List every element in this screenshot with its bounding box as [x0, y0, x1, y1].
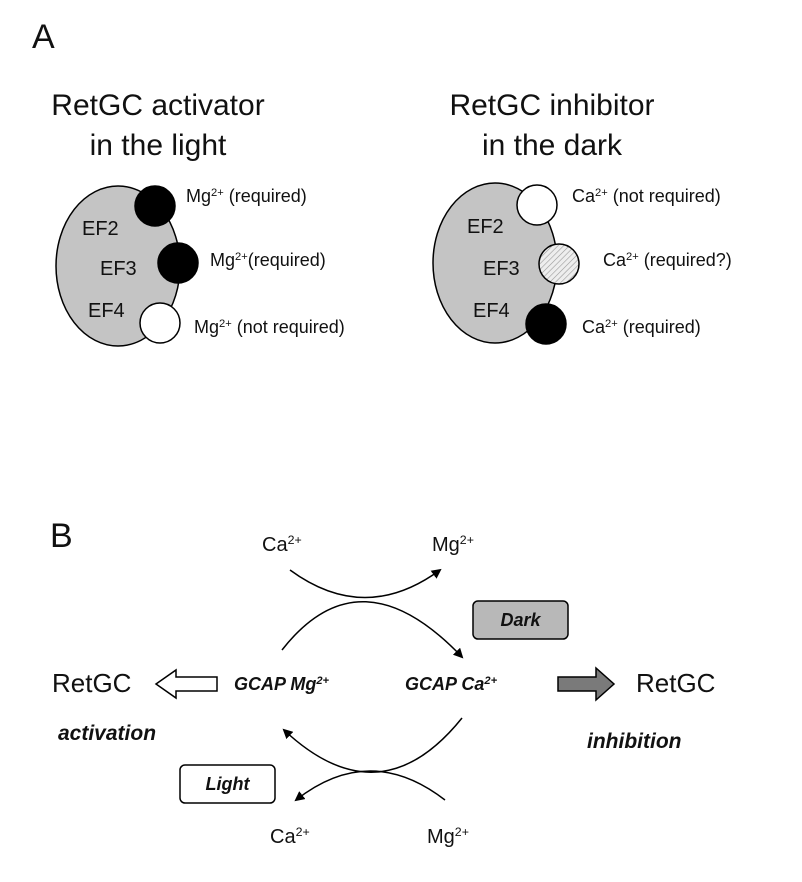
ef2-label-inhibitor: EF2	[467, 216, 504, 238]
dark-box	[472, 600, 569, 640]
ef2-site-inhibitor	[516, 184, 558, 226]
top-right-ion-label: Mg2+	[432, 533, 474, 556]
inhibitor-title-line1: RetGC inhibitor	[449, 89, 655, 122]
bottom-left-ion-label: Ca2+	[270, 825, 310, 848]
activation-arrow	[154, 668, 218, 700]
gcap-ca-label: GCAP Ca2+	[405, 674, 498, 694]
ef4-site-inhibitor	[525, 303, 567, 345]
bottom-right-ion-label: Mg2+	[427, 825, 469, 848]
ef3-label-activator: EF3	[100, 258, 137, 280]
retgc-left-label: RetGC	[52, 668, 132, 698]
activation-label: activation	[58, 722, 157, 745]
inhibitor-title-line2: in the dark	[481, 129, 623, 162]
ef3-site-inhibitor	[538, 243, 580, 285]
ef4-site-activator	[139, 302, 181, 344]
ef4-label-inhibitor: EF4	[473, 300, 510, 322]
ef2-note-inhibitor: Ca2+ (not required)	[572, 186, 721, 206]
panel-a-letter: A	[32, 18, 55, 56]
dark-cycle-arrow	[281, 601, 464, 659]
ef3-site-activator	[157, 242, 199, 284]
ef3-label-inhibitor: EF3	[483, 258, 520, 280]
activator-title: RetGC activator in the light	[18, 86, 298, 166]
gcap-mg-label: GCAP Mg2+	[234, 674, 330, 694]
ef4-label-activator: EF4	[88, 300, 125, 322]
light-label: Light	[205, 774, 250, 794]
ef3-note-activator: Mg2+(required)	[210, 250, 326, 270]
retgc-right-label: RetGC	[636, 668, 716, 698]
panel-b-letter: B	[50, 517, 73, 555]
dark-label: Dark	[500, 610, 541, 630]
inhibitor-title: RetGC inhibitor in the dark	[412, 86, 692, 166]
activator-title-line1: RetGC activator	[51, 89, 265, 122]
top-exchange-arrow	[289, 568, 442, 599]
inhibition-label: inhibition	[587, 730, 682, 753]
light-box	[179, 764, 276, 804]
inhibition-arrow	[557, 666, 616, 702]
ef4-note-activator: Mg2+ (not required)	[194, 317, 345, 337]
ef2-site-activator	[134, 185, 176, 227]
ef2-note-activator: Mg2+ (required)	[186, 186, 307, 206]
top-left-ion-label: Ca2+	[262, 533, 302, 556]
bottom-exchange-arrow	[294, 770, 446, 802]
light-cycle-arrow	[282, 717, 463, 773]
ef2-label-activator: EF2	[82, 218, 119, 240]
ef4-note-inhibitor: Ca2+ (required)	[582, 317, 701, 337]
activator-title-line2: in the light	[89, 129, 227, 162]
ef3-note-inhibitor: Ca2+ (required?)	[603, 250, 732, 270]
